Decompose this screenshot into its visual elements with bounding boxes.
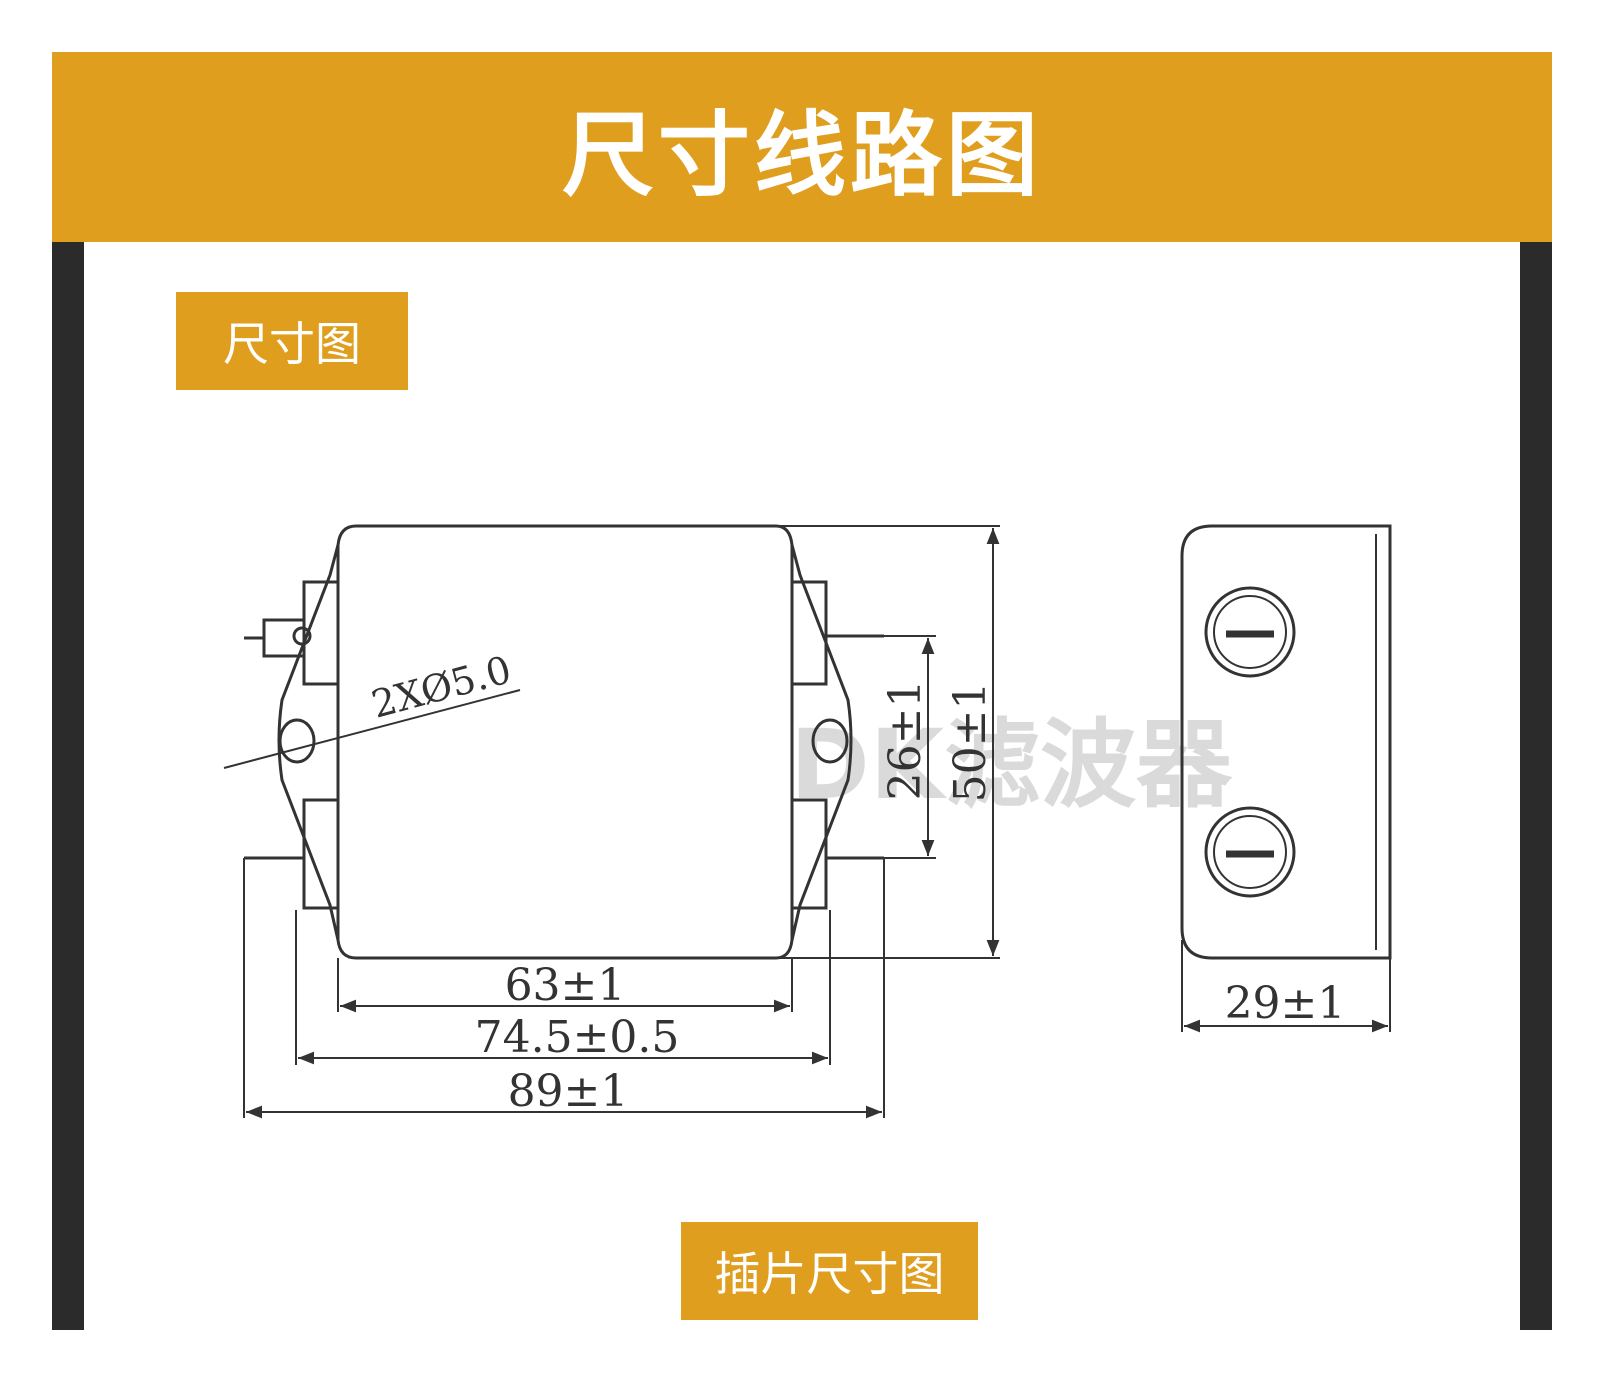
section-tag-pin-dimension: 插片尺寸图 xyxy=(681,1222,978,1320)
front-view xyxy=(244,524,884,960)
right-terminal-top xyxy=(790,580,828,686)
dim-width-overall: 89±1 xyxy=(508,1066,629,1117)
dim-width-body: 63±1 xyxy=(505,960,626,1011)
right-side-bar xyxy=(1520,242,1552,1330)
section-tag-dimension-label: 尺寸图 xyxy=(223,317,361,371)
left-mount-hole xyxy=(278,718,316,764)
dim-width-mount: 74.5±0.5 xyxy=(475,1012,680,1063)
section-tag-pin-dimension-label: 插片尺寸图 xyxy=(714,1247,945,1301)
side-view xyxy=(1180,524,1392,960)
dim-height-pins: 26±1 xyxy=(880,680,931,801)
dim-depth: 29±1 xyxy=(1225,978,1346,1029)
left-flange xyxy=(277,544,340,941)
ground-stud xyxy=(262,618,306,658)
upper-terminal-screw xyxy=(1204,586,1296,678)
title-banner: 尺寸线路图 xyxy=(52,52,1552,242)
left-side-bar xyxy=(52,242,84,1330)
page-title: 尺寸线路图 xyxy=(561,101,1042,209)
lower-terminal-screw xyxy=(1204,806,1296,898)
dim-hole: 2XØ5.0 xyxy=(367,647,516,726)
dim-height-overall: 50±1 xyxy=(945,682,996,803)
right-mount-hole xyxy=(811,718,849,764)
filter-body xyxy=(336,524,794,960)
side-dimension-lines xyxy=(1181,940,1391,1033)
right-flange xyxy=(790,544,853,941)
left-terminal-bottom xyxy=(302,798,340,910)
right-terminal-bottom xyxy=(790,798,828,910)
side-body xyxy=(1180,524,1392,960)
section-tag-dimension: 尺寸图 xyxy=(176,292,408,390)
watermark-text: DK滤波器 xyxy=(790,709,1233,821)
dimension-lines xyxy=(223,525,1000,1119)
